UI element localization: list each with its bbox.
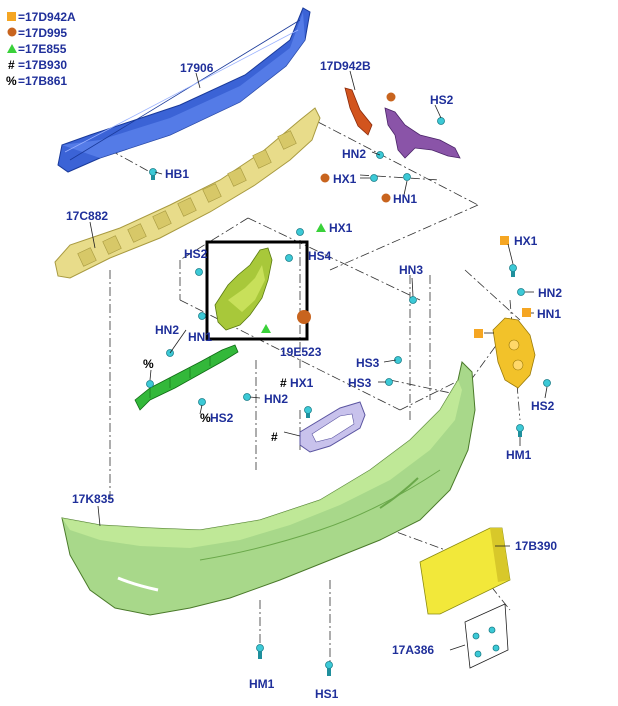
orange-square-icon-3	[474, 329, 483, 338]
legend-code-square: =17D942A	[18, 10, 76, 24]
label-17A386: 17A386	[392, 643, 434, 657]
label-HM1-bottom: HM1	[249, 677, 275, 691]
orange-clip-icon	[297, 310, 311, 324]
highlight-box	[205, 240, 309, 341]
label-HX1-mid: HX1	[329, 221, 353, 235]
hash-marker-2: #	[271, 430, 278, 444]
label-HX1-low: HX1	[290, 376, 314, 390]
screw-set-17A386	[464, 603, 509, 669]
label-HS2-top: HS2	[430, 93, 454, 107]
label-HS2-low: HS2	[210, 411, 234, 425]
label-HN2-left: HN2	[155, 323, 179, 337]
orange-clip-icon-2	[386, 92, 396, 102]
label-HN2-low: HN2	[264, 392, 288, 406]
legend-code-hash: =17B930	[18, 58, 67, 72]
legend-hash-symbol: #	[8, 58, 15, 72]
energy-absorber	[54, 107, 321, 279]
fasteners	[146, 117, 551, 676]
orange-square-icon-2	[522, 308, 531, 317]
label-HX1-right: HX1	[514, 234, 538, 248]
right-side-bracket	[492, 317, 536, 389]
green-marker-icon-2	[316, 223, 326, 232]
legend-code-percent: =17B861	[18, 74, 67, 88]
label-17B390: 17B390	[515, 539, 557, 553]
label-HS4: HS4	[308, 249, 332, 263]
bracket-17D942B	[344, 87, 461, 159]
green-marker-icon	[261, 324, 271, 333]
orange-clip-icon-3	[320, 173, 330, 183]
license-plate-bracket	[299, 401, 366, 453]
label-HN1-right: HN1	[537, 307, 561, 321]
percent-marker-2: %	[200, 411, 211, 425]
label-19E523: 19E523	[280, 345, 322, 359]
label-17906: 17906	[180, 61, 214, 75]
label-HB1: HB1	[165, 167, 189, 181]
leader-lines	[89, 70, 548, 651]
orange-clip-icon-4	[381, 193, 391, 203]
label-HN1-mid: HN1	[188, 330, 212, 344]
legend: =17D942A =17D995 =17E855 # =17B930 % =17…	[6, 10, 76, 88]
license-plate	[419, 527, 511, 615]
label-HS3-a: HS3	[356, 356, 380, 370]
label-HS1: HS1	[315, 687, 339, 701]
legend-code-circle: =17D995	[18, 26, 67, 40]
label-HS3-b: HS3	[348, 376, 372, 390]
label-17D942B: 17D942B	[320, 59, 371, 73]
legend-percent-symbol: %	[6, 74, 17, 88]
legend-triangle-icon	[7, 44, 17, 53]
label-HN2-right: HN2	[538, 286, 562, 300]
label-HN1-top: HN1	[393, 192, 417, 206]
label-HS2-mid: HS2	[184, 247, 208, 261]
label-HN3: HN3	[399, 263, 423, 277]
label-HS2-right: HS2	[531, 399, 555, 413]
label-HX1-top: HX1	[333, 172, 357, 186]
label-17K835: 17K835	[72, 492, 114, 506]
lower-left-bracket	[134, 344, 239, 411]
legend-code-triangle: =17E855	[18, 42, 67, 56]
reinforcement-beam	[57, 7, 311, 173]
label-17C882: 17C882	[66, 209, 108, 223]
bumper-cover	[61, 361, 476, 616]
orange-square-icon	[500, 236, 509, 245]
legend-circle-icon	[7, 27, 17, 37]
label-HN2-top: HN2	[342, 147, 366, 161]
part-labels: 17906 17D942B HS2 HB1 HN2 HX1 HN1 17C882…	[66, 59, 562, 701]
hash-marker-1: #	[280, 376, 287, 390]
legend-square-icon	[7, 12, 16, 21]
percent-marker-1: %	[143, 357, 154, 371]
label-HM1-right: HM1	[506, 448, 532, 462]
center-bracket	[214, 247, 273, 331]
